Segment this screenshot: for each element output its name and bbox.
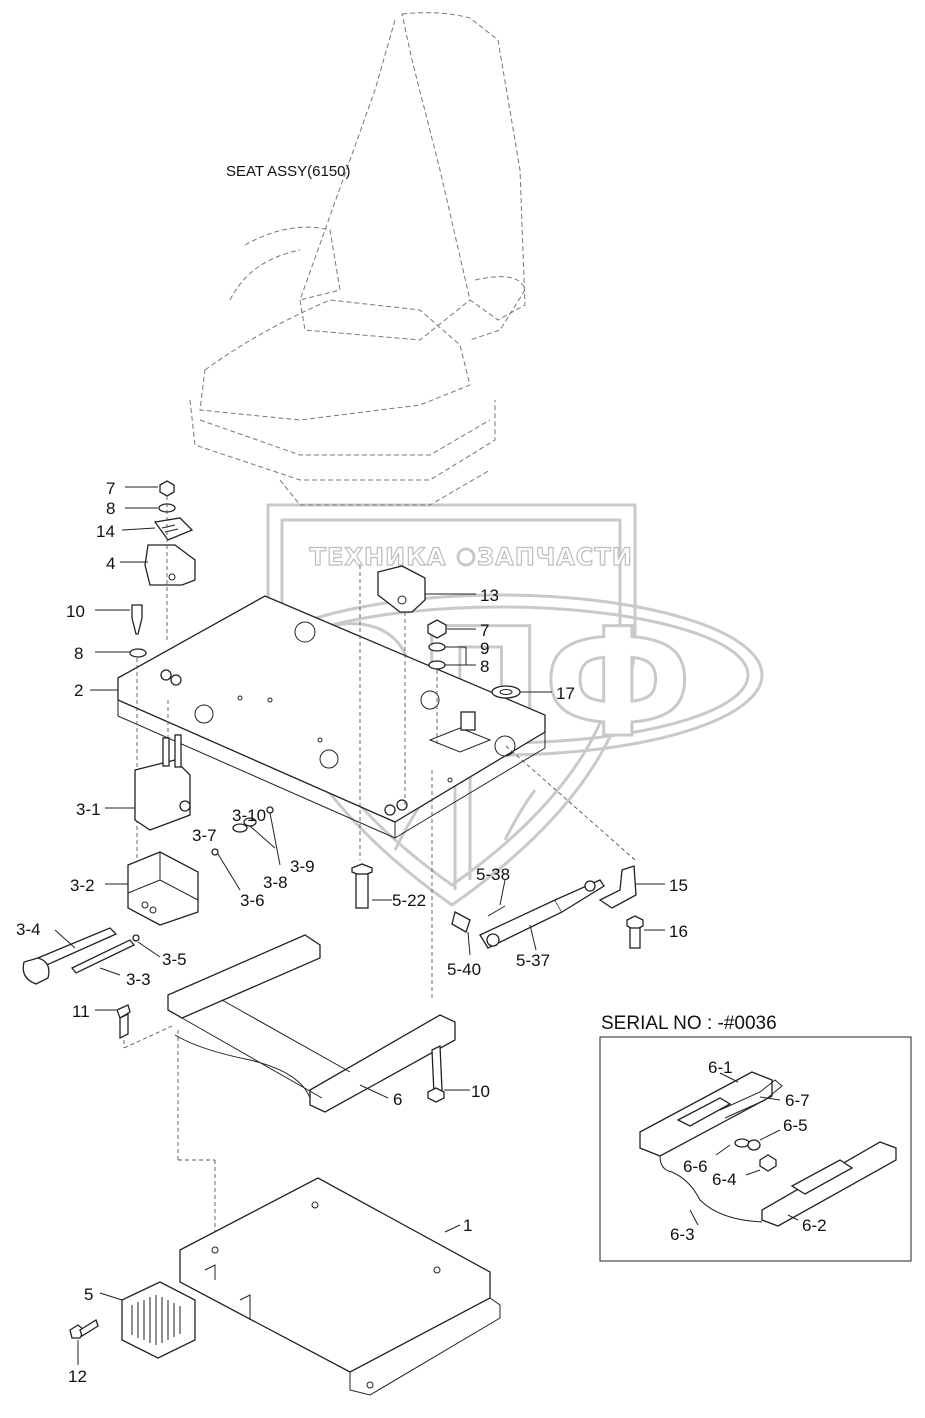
inset-label-6-3: 6-3 [670, 1225, 695, 1244]
top-right-hardware [359, 565, 521, 860]
label-14: 14 [96, 522, 115, 541]
cover-plate-5 [121, 1281, 196, 1359]
label-3-5: 3-5 [162, 950, 187, 969]
washer-17 [491, 685, 521, 699]
label-5-38: 5-38 [476, 865, 510, 884]
label-5: 5 [84, 1285, 93, 1304]
label-5-37: 5-37 [516, 951, 550, 970]
washer-6-6 [734, 1138, 750, 1148]
washer-9 [428, 642, 446, 652]
washer-8c [428, 660, 446, 670]
label-5-22: 5-22 [392, 891, 426, 910]
label-10: 10 [66, 602, 85, 621]
label-9: 9 [480, 639, 489, 658]
label-6: 6 [393, 1090, 402, 1109]
rod-3-3 [70, 939, 136, 974]
label-5-40: 5-40 [447, 960, 481, 979]
gear-icon [456, 547, 476, 567]
label-17: 17 [556, 684, 575, 703]
watermark-right-text: ЗАПЧАСТИ [477, 543, 633, 571]
label-3-9: 3-9 [290, 857, 315, 876]
serial-inset-title: SERIAL NO : -#0036 [601, 1013, 777, 1034]
inset-label-6-6: 6-6 [683, 1157, 708, 1176]
label-16: 16 [669, 922, 688, 941]
label-3-4: 3-4 [16, 920, 41, 939]
label-3-6: 3-6 [240, 891, 265, 910]
bolt-10 [131, 604, 143, 635]
serial-inset: SERIAL NO : -#0036 6-1 6-7 6-5 6-6 6-4 6… [599, 1013, 912, 1262]
gas-spring-assembly [351, 745, 644, 1000]
watermark-left-text: ТЕХНИКА [310, 543, 447, 571]
inset-label-6-1: 6-1 [708, 1058, 733, 1077]
label-12: 12 [68, 1367, 87, 1386]
bracket-4 [144, 544, 196, 586]
bracket-stack-left [129, 480, 196, 658]
label-4: 4 [106, 554, 115, 573]
seat-plate-2 [117, 595, 546, 839]
inset-label-6-2: 6-2 [802, 1216, 827, 1235]
rail-6-2 [761, 1141, 897, 1227]
label-1: 1 [463, 1216, 472, 1235]
label-7b: 7 [480, 621, 489, 640]
label-7: 7 [106, 479, 115, 498]
label-3-3: 3-3 [126, 970, 151, 989]
inset-label-6-5: 6-5 [783, 1116, 808, 1135]
inset-label-6-4: 6-4 [712, 1170, 737, 1189]
label-8b: 8 [74, 644, 83, 663]
small-bracket [460, 711, 476, 731]
label-13: 13 [480, 586, 499, 605]
label-11: 11 [72, 1002, 90, 1021]
label-8c: 8 [480, 657, 489, 676]
nut-7b [427, 619, 447, 639]
base-frame-1 [69, 1177, 501, 1396]
label-3-2: 3-2 [70, 876, 95, 895]
screw-11 [116, 1004, 131, 1019]
inset-frame [599, 1036, 912, 1262]
washer-6-5 [747, 1139, 761, 1151]
nut-6-4 [759, 1154, 777, 1172]
bracket-15 [598, 865, 637, 909]
bolt-10b [431, 1044, 443, 1096]
label-15: 15 [669, 876, 688, 895]
lock-3-1 [134, 759, 191, 831]
leader-lines [54, 486, 665, 1365]
nut-7 [159, 480, 175, 497]
seat-assy-title: SEAT ASSY(6150) [226, 163, 351, 180]
label-2: 2 [74, 681, 83, 700]
washer-8b [129, 648, 147, 658]
slide-rail-6 [116, 934, 456, 1245]
clamp-14 [153, 517, 194, 541]
label-3-8: 3-8 [263, 873, 288, 892]
label-10b: 10 [471, 1082, 490, 1101]
bracket-13 [377, 565, 426, 613]
label-3-1: 3-1 [76, 800, 101, 819]
inset-label-6-7: 6-7 [785, 1091, 810, 1110]
lever-mechanism [22, 658, 274, 985]
bolt-16 [629, 927, 641, 949]
seat-assembly-phantom: SEAT ASSY(6150) [189, 12, 526, 506]
pin-5-40 [451, 911, 471, 933]
label-3-7: 3-7 [192, 826, 217, 845]
label-8: 8 [106, 499, 115, 518]
label-3-10: 3-10 [232, 806, 266, 825]
callout-labels: 7 8 14 4 10 8 2 13 7 9 8 17 3-1 3-10 3-7… [16, 479, 688, 1386]
